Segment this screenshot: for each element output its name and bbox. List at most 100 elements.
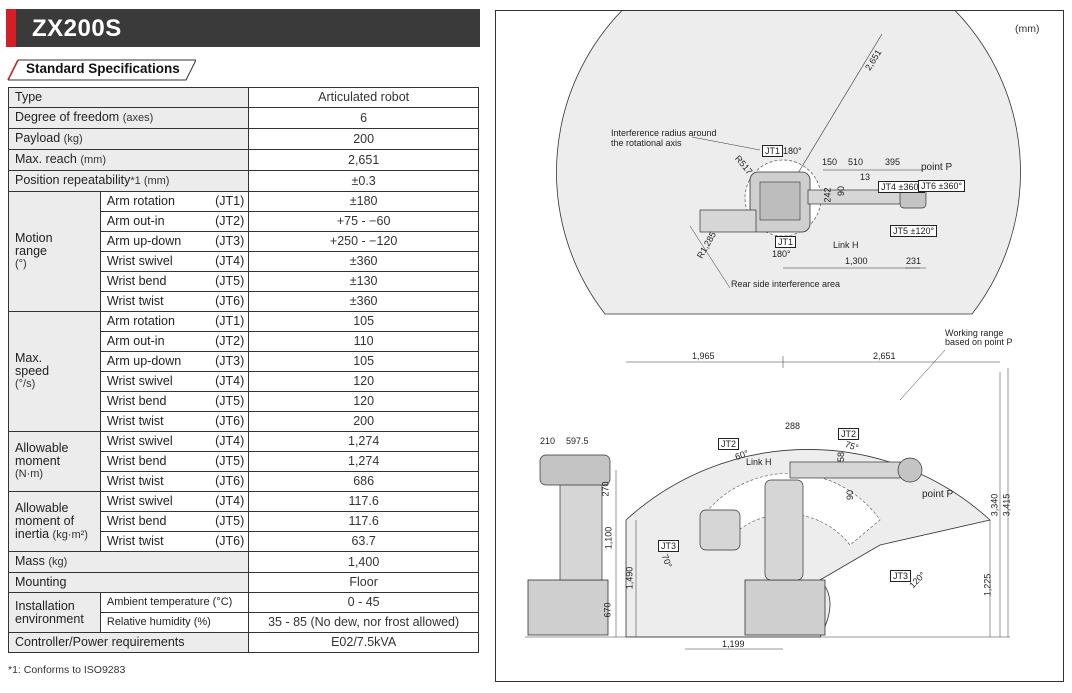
table-row: Position repeatability*1 (mm) ±0.3 [7, 170, 479, 192]
working-range-line2: based on point P [945, 337, 1013, 347]
row-value: 2,651 [248, 149, 479, 171]
table-row: Wrist bend(JT5) 120 [9, 391, 479, 412]
title-accent [6, 9, 16, 47]
table-row: Allowable moment (N·m) Wrist swivel(JT4)… [8, 431, 479, 492]
axis-label: Wrist twist(JT6) [99, 411, 250, 432]
axis-label: Wrist twist(JT6) [99, 531, 250, 552]
table-row: Motion range (°) Arm rotation(JT1) ±180 [8, 191, 479, 312]
row-label: Degree of freedom (axes) [7, 107, 250, 129]
axis-label: Wrist swivel(JT4) [99, 251, 250, 272]
axis-label: Arm up-down(JT3) [99, 231, 250, 252]
dim-288: 288 [785, 421, 801, 431]
table-row: Wrist bend(JT5) ±130 [9, 271, 479, 292]
row-value: Floor [248, 572, 479, 593]
table-row: Wrist swivel(JT4) 120 [9, 371, 479, 392]
row-label: Type [7, 87, 250, 108]
row-value: Articulated robot [248, 87, 479, 108]
dim-150: 150 [822, 157, 838, 167]
section-heading-frame [7, 59, 196, 81]
dim-13: 13 [860, 172, 871, 182]
table-row: Arm up-down(JT3) 105 [9, 351, 479, 372]
row-value: 200 [248, 128, 479, 150]
dim-1490: 1,490 [624, 566, 635, 590]
dim-90: 90 [836, 185, 847, 197]
dim-1199: 1,199 [722, 639, 745, 649]
interference-note-line1: Interference radius around [611, 128, 717, 138]
units-label: (mm) [1015, 23, 1040, 35]
jt4-label: JT4 ±360° [878, 181, 926, 193]
table-row: Allowable moment of inertia (kg·m²) Wris… [8, 491, 479, 552]
dim-58: 58 [836, 451, 847, 463]
link-h-side: Link H [746, 457, 772, 467]
group-label-motion-range: Motion range (°) [8, 191, 101, 312]
jt2-b-box: JT2 [838, 428, 860, 440]
row-label: Mass (kg) [7, 551, 250, 573]
row-value: 1,274 [248, 451, 479, 472]
row-label: Mounting [7, 572, 250, 593]
jt1-bottom-box: JT1 [775, 236, 797, 248]
axis-label: Arm rotation(JT1) [99, 311, 250, 332]
group-label-max-speed: Max. speed (°/s) [8, 311, 101, 432]
row-label: Payload (kg) [7, 128, 250, 150]
row-value: ±360 [248, 251, 479, 272]
dim-670: 670 [602, 602, 613, 618]
dim-2651-side: 2,651 [873, 351, 896, 361]
axis-label: Arm out-in(JT2) [99, 331, 250, 352]
group-label-allowable-moment: Allowable moment (N·m) [8, 431, 101, 492]
dim-231: 231 [906, 256, 922, 266]
row-value: 1,274 [248, 431, 479, 452]
table-row: Arm out-in(JT2) +75 - −60 [9, 211, 479, 232]
group-label-installation: Installation environment [8, 592, 101, 633]
jt3-b-box: JT3 [890, 570, 912, 582]
table-row: Payload (kg) 200 [7, 128, 479, 150]
row-value: ±130 [248, 271, 479, 292]
row-value: 0 - 45 [248, 592, 479, 613]
link-h-top: Link H [833, 240, 859, 250]
row-value: 686 [248, 471, 479, 492]
dim-242: 242 [822, 187, 833, 203]
axis-label: Wrist swivel(JT4) [99, 491, 250, 512]
axis-label: Arm up-down(JT3) [99, 351, 250, 372]
dim-5975: 597.5 [566, 436, 589, 446]
axis-label: Wrist twist(JT6) [99, 471, 250, 492]
dim-395: 395 [885, 157, 901, 167]
table-row: Wrist swivel(JT4) ±360 [9, 251, 479, 272]
row-value: 117.6 [248, 511, 479, 532]
table-row: Mounting Floor [7, 572, 479, 593]
dim-1300: 1,300 [845, 256, 868, 266]
axis-label: Relative humidity (%) [99, 612, 250, 633]
axis-label: Wrist bend(JT5) [99, 271, 250, 292]
dim-3340: 3,340 [989, 493, 1000, 517]
row-value: 120 [248, 391, 479, 412]
row-value: 63.7 [248, 531, 479, 552]
table-row: Max. speed (°/s) Arm rotation(JT1) 105 [8, 311, 479, 432]
row-value: ±0.3 [248, 170, 479, 192]
page-title: ZX200S [32, 15, 122, 42]
row-value: 120 [248, 371, 479, 392]
working-range-line1: Working range [945, 328, 1004, 338]
group-label-allowable-inertia: Allowable moment of inertia (kg·m²) [8, 491, 101, 552]
table-row: Wrist twist(JT6) 686 [9, 471, 479, 492]
axis-label: Ambient temperature (°C) [99, 592, 250, 613]
row-value: 117.6 [248, 491, 479, 512]
section-heading: Standard Specifications [6, 58, 196, 82]
rear-interference-note: Rear side interference area [731, 279, 841, 289]
dim-1100: 1,100 [603, 526, 614, 550]
dim-1965: 1,965 [692, 351, 715, 361]
row-value: E02/7.5kVA [248, 632, 479, 653]
axis-label: Wrist swivel(JT4) [99, 431, 250, 452]
row-value: 200 [248, 411, 479, 432]
row-value: +250 - −120 [248, 231, 479, 252]
axis-label: Wrist bend(JT5) [99, 511, 250, 532]
table-row: Max. reach (mm) 2,651 [7, 149, 479, 171]
side-view [525, 349, 1010, 650]
spec-table: Type Articulated robot Degree of freedom… [7, 87, 479, 653]
row-value: 6 [248, 107, 479, 129]
row-label: Max. reach (mm) [7, 149, 250, 171]
title-bar: ZX200S [6, 9, 480, 47]
row-value: 35 - 85 (No dew, nor frost allowed) [248, 612, 479, 633]
row-label: Controller/Power requirements [7, 632, 250, 653]
dim-210: 210 [540, 436, 556, 446]
section-heading-text: Standard Specifications [26, 61, 180, 76]
